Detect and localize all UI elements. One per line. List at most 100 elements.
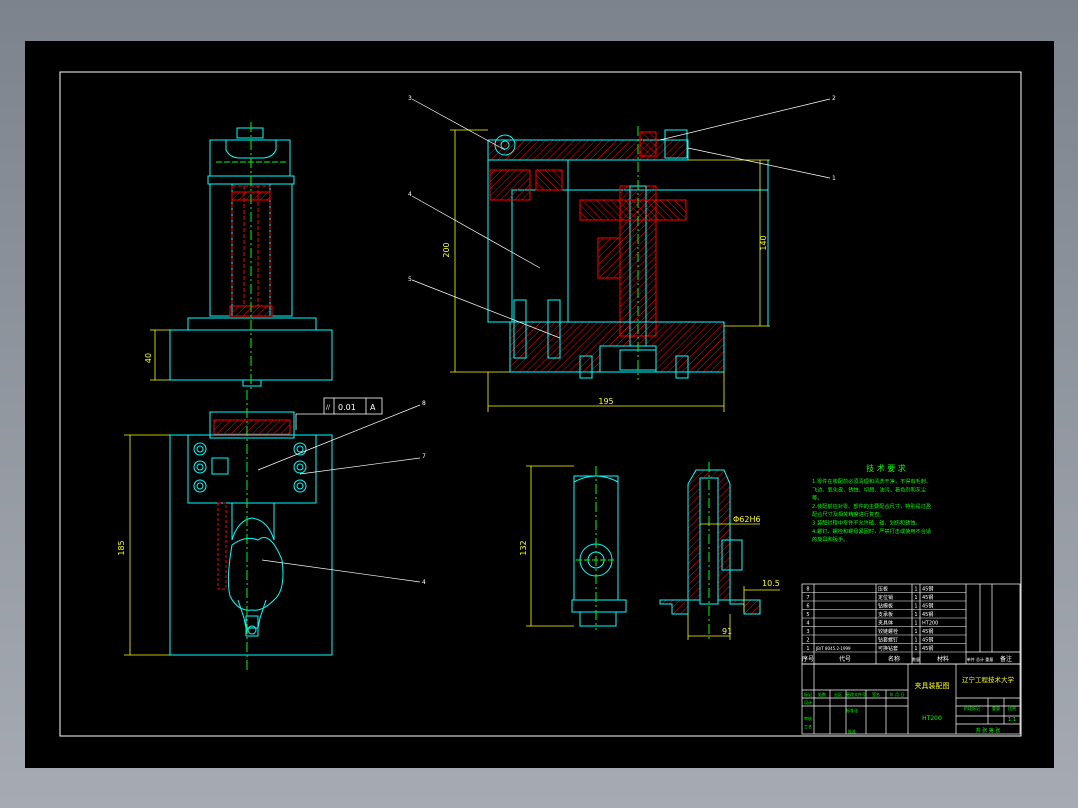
bom-cell-qty: 1	[914, 629, 917, 635]
drawing-title: 夹具装配图	[915, 681, 950, 690]
tolerance-symbol: //	[326, 404, 331, 411]
dim-185	[124, 434, 170, 656]
drawing-border	[59, 71, 1022, 737]
leader-4a: 4	[408, 191, 412, 198]
signature-role-label: 审核	[804, 715, 812, 721]
bom-cell-material: 45钢	[922, 603, 933, 610]
bush-section-view	[659, 462, 761, 640]
title-block	[801, 663, 1021, 735]
bom-header-qty: 数量	[912, 656, 920, 662]
tech-req-lines: 1.零件在装配前必须清理和清洗干净，不得有毛刺、飞边、氧化皮、锈蚀、切屑、油污、…	[812, 477, 931, 543]
tech-req-title: 技 术 要 求	[866, 463, 906, 473]
tech-req-line: 1.零件在装配前必须清理和清洗干净，不得有毛刺、	[812, 477, 931, 485]
bom-cell-no: 6	[806, 604, 809, 610]
bom-grid	[802, 592, 966, 653]
leader-7: 7	[422, 453, 426, 460]
bom-cell-qty: 1	[914, 604, 917, 610]
dim-40	[150, 329, 170, 381]
bom-cell-no: 5	[806, 612, 809, 618]
bom-cell-no: 1	[806, 646, 809, 652]
bom-cell-no: 8	[806, 587, 809, 593]
tech-req-line: 等。	[812, 494, 822, 502]
tech-req-line: 飞边、氧化皮、锈蚀、切屑、油污、着色剂和灰尘	[812, 485, 926, 493]
tolerance-datum: A	[370, 403, 376, 412]
stage-label: 阶段标记	[964, 705, 980, 711]
tech-req-line: 2.装配前应对零、部件的主要配合尺寸，特别是过盈	[812, 502, 931, 510]
bush-detail-view	[571, 466, 627, 630]
bom-cell-material: HT200	[922, 621, 938, 627]
bom-cell-name: 可换钻套	[878, 645, 898, 652]
bom-cell-no: 7	[806, 595, 809, 601]
bom-header-no: 序号	[802, 655, 814, 663]
dim-10-5-label: 10.5	[762, 579, 780, 588]
drawing-material: HT200	[922, 715, 942, 722]
school-name: 辽宁工程技术大学	[962, 675, 1015, 684]
leaders-top-view	[257, 404, 421, 583]
leader-1: 1	[832, 175, 836, 182]
signature-role-label: 标准化	[846, 707, 858, 713]
leader-8: 8	[422, 400, 426, 407]
bom-header-material: 材料	[937, 655, 949, 663]
front-view	[169, 122, 333, 392]
tech-req-line: 4.螺钉、螺栓和螺母紧固时，严禁打击或使用不合适	[812, 527, 931, 535]
dim-62h6-label: Φ62H6	[733, 515, 761, 524]
bom-cell-no: 3	[806, 629, 809, 635]
revision-col-label: 处数	[818, 691, 826, 697]
bom-header-code: 代号	[839, 655, 851, 663]
revision-columns: 标记处数 分区更改文件号签名 年.月.日	[804, 691, 904, 697]
tech-req-line: 3.装配过程中零件不允许磕、碰、划伤和锈蚀。	[812, 519, 921, 527]
weight-label: 重量	[992, 705, 1000, 711]
dim-185-label: 185	[117, 540, 126, 555]
bom-cell-qty: 1	[914, 612, 917, 618]
bom-cell-material: 45钢	[922, 586, 933, 593]
bom-cell-name: 夹具体	[878, 620, 893, 627]
dim-200-label: 200	[442, 242, 451, 257]
bom-cell-material: 45钢	[922, 645, 933, 652]
bom-header-name: 名称	[888, 655, 900, 663]
bom-cell-qty: 1	[914, 621, 917, 627]
revision-col-label: 更改文件号	[846, 691, 866, 697]
tolerance-value: 0.01	[338, 403, 356, 412]
bom-cell-qty: 1	[914, 595, 917, 601]
bom-cell-material: 45钢	[922, 594, 933, 601]
dim-91-label: 91	[722, 627, 732, 636]
scale-label: 比例	[1008, 705, 1016, 711]
dim-132	[526, 465, 574, 627]
bom-cell-qty: 1	[914, 646, 917, 652]
revision-col-label: 标记	[804, 691, 812, 697]
signature-role-label: 设计	[804, 699, 812, 705]
bom-cell-name: 压板	[878, 586, 888, 593]
dim-195-label: 195	[598, 397, 613, 406]
revision-col-label: 分区	[834, 691, 842, 697]
bom-cell-name: 钻模板	[878, 603, 893, 610]
bom-cell-material: 45钢	[922, 611, 933, 618]
dim-132-label: 132	[519, 540, 528, 555]
tech-req-line: 的旋具和扳手。	[812, 535, 848, 543]
signature-role-label: 批准	[848, 728, 856, 734]
revision-col-label: 年.月.日	[890, 691, 905, 697]
leaders-section	[411, 98, 831, 339]
bom-header-weight: 单件 总计 重量	[967, 656, 994, 662]
bom-cell-name: 定位销	[878, 594, 893, 601]
bom-cell-name: 支承板	[878, 611, 893, 618]
leader-5: 5	[408, 276, 412, 283]
bom-cell-no: 4	[806, 621, 809, 627]
revision-col-label: 签名	[872, 691, 880, 697]
leader-3: 3	[408, 95, 412, 102]
dim-40-label: 40	[144, 353, 153, 363]
scale-value: 1:1	[1008, 717, 1016, 723]
bom-header-remark: 备注	[1000, 655, 1012, 663]
leader-2: 2	[832, 95, 836, 102]
top-view	[169, 390, 333, 670]
bom-cell-no: 2	[806, 638, 809, 644]
sheet-label: 共 张 第 张	[976, 727, 1001, 734]
bom-cell-code: JB/T 8045.2-1999	[815, 646, 851, 651]
bom-cell-material: 45钢	[922, 628, 933, 635]
bom-cell-name: 铰链螺栓	[878, 628, 898, 635]
leader-4b: 4	[422, 579, 426, 586]
tolerance-frame	[295, 397, 383, 430]
tech-req-line: 配合尺寸及相关精度进行复查。	[812, 510, 885, 518]
